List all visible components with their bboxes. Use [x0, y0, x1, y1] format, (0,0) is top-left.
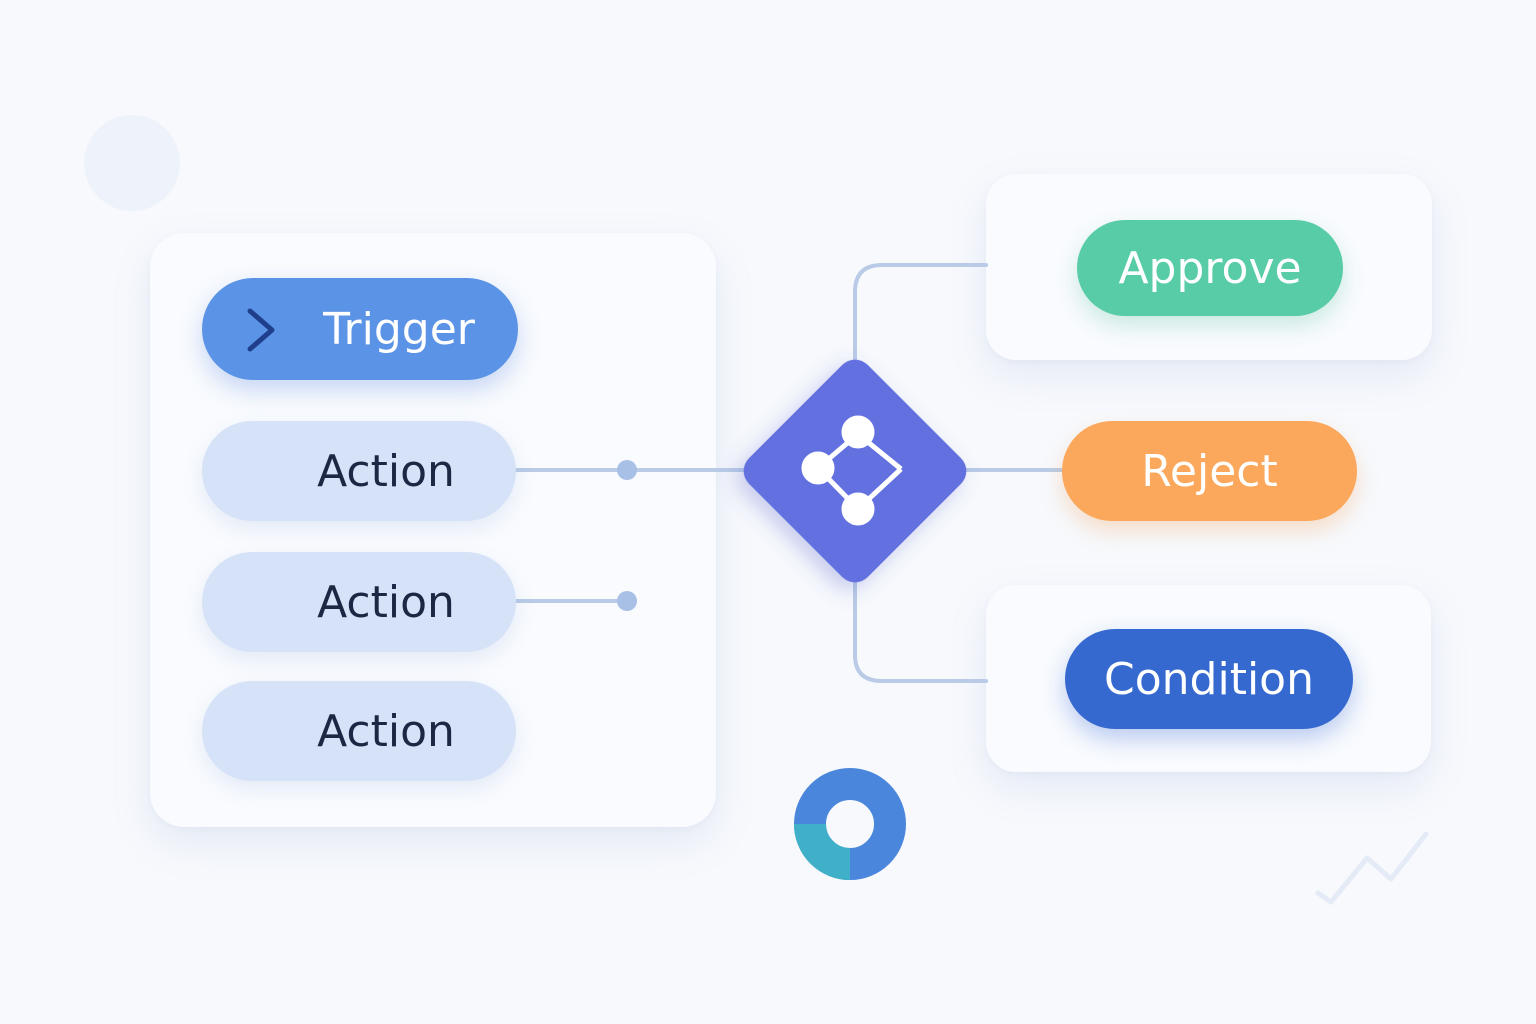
connector-dot-action1 [617, 460, 637, 480]
approve-button[interactable]: Approve [1077, 220, 1343, 316]
connector-dot-action2 [617, 591, 637, 611]
decorative-circle [84, 115, 180, 211]
trend-line-icon [1315, 831, 1429, 905]
action-label: Action [317, 705, 455, 757]
connector-decision-to-condition [853, 578, 988, 683]
reject-label: Reject [1141, 445, 1278, 497]
chevron-right-icon [247, 308, 275, 352]
branch-nodes-icon [801, 415, 903, 526]
reject-button[interactable]: Reject [1062, 421, 1357, 521]
condition-label: Condition [1104, 653, 1314, 705]
trigger-label: Trigger [323, 303, 475, 355]
connector-lines [514, 263, 1066, 683]
action-label: Action [317, 576, 455, 628]
action-step-3[interactable]: Action [202, 681, 516, 781]
decision-node[interactable] [736, 352, 974, 590]
donut-chart-icon [794, 768, 906, 880]
trigger-step[interactable]: Trigger [202, 278, 518, 380]
approve-label: Approve [1118, 242, 1302, 294]
action-label: Action [317, 445, 455, 497]
condition-button[interactable]: Condition [1065, 629, 1353, 729]
action-step-2[interactable]: Action [202, 552, 516, 652]
connector-decision-to-approve [853, 263, 988, 367]
action-step-1[interactable]: Action [202, 421, 516, 521]
